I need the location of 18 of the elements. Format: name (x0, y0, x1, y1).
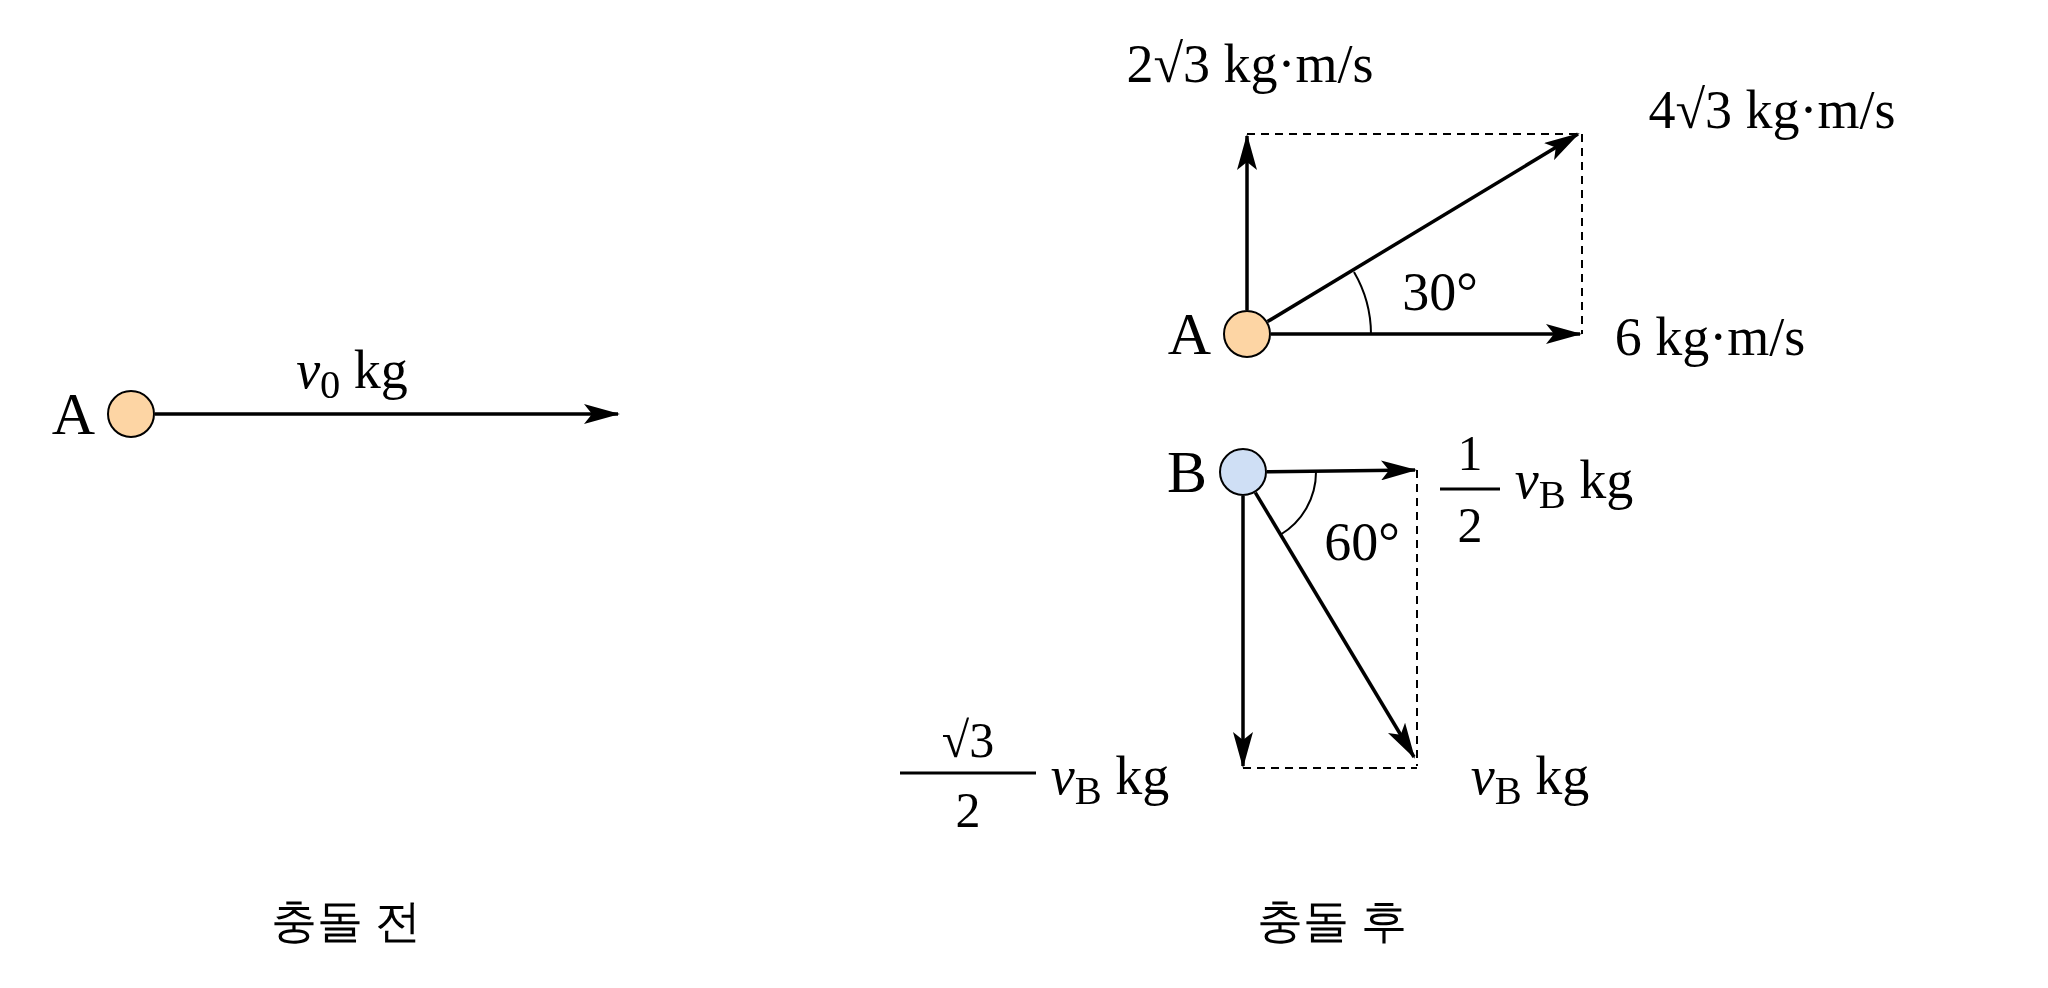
momentum-arrow (1237, 134, 1257, 310)
ball-label: A (1167, 304, 1211, 364)
fraction-numerator: √3 (941, 715, 995, 765)
ball-label: A (51, 384, 95, 444)
caption-text: 충돌 전 (271, 899, 421, 945)
momentum-arrow (1271, 324, 1582, 344)
fraction-numerator: 1 (1457, 428, 1483, 478)
momentum-arrow (155, 404, 620, 424)
caption-text: 충돌 후 (1257, 899, 1407, 945)
angle-label: 30° (1402, 265, 1478, 319)
angle-label: 60° (1324, 515, 1400, 569)
momentum-arrow (1253, 491, 1416, 759)
momentum-arrow (1233, 496, 1253, 768)
momentum-arrow (1267, 460, 1417, 481)
ball-label: B (1166, 442, 1207, 502)
momentum-arrow (1266, 132, 1580, 324)
fraction-denominator: 2 (955, 785, 981, 835)
fraction-denominator: 2 (1457, 500, 1483, 550)
